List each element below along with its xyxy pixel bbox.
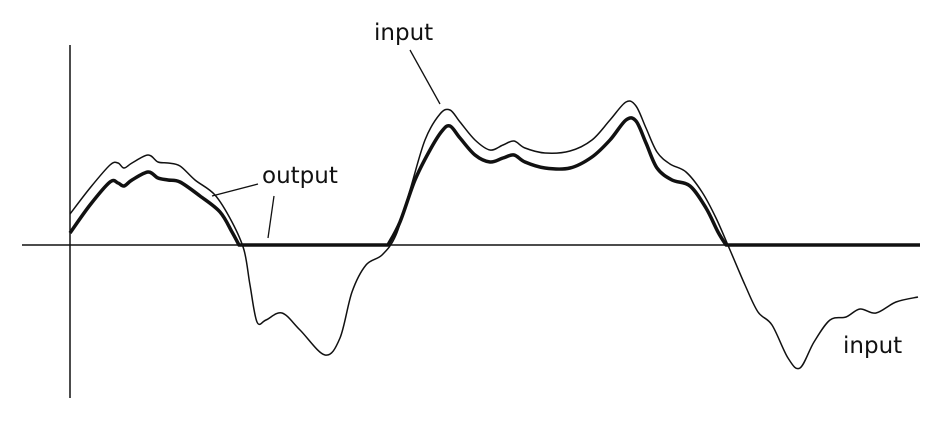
output-signal-curve <box>68 116 920 247</box>
input-label-top: input <box>374 20 433 46</box>
input-signal-curve <box>69 100 919 370</box>
output-leader-line-2 <box>267 195 275 239</box>
output-label: output <box>262 163 338 189</box>
input-leader-line <box>409 49 441 105</box>
input-label-bottom: input <box>843 333 902 359</box>
output-leader-line-1 <box>211 183 259 197</box>
